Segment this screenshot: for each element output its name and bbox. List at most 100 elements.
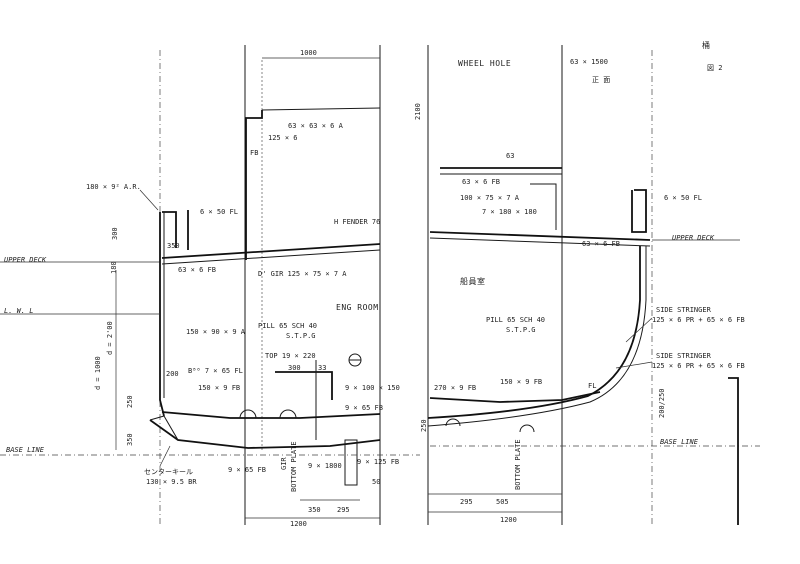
left-floor-plate — [161, 411, 381, 419]
right-lbl-side-str1-sz: 125 × 6 PR + 65 × 6 FB — [652, 316, 745, 324]
right-lbl-side-str1: SIDE STRINGER — [656, 306, 712, 314]
left-hull-section: 1000 63 × 63 × 6 A 125 × 6 FB 180 × 9² A… — [0, 45, 420, 528]
left-upper-deck-plate — [161, 243, 381, 259]
right-dim-2100: 2100 — [414, 103, 422, 120]
left-keel-leader — [159, 445, 171, 467]
right-lbl-150-9: 150 × 9 FB — [500, 378, 542, 386]
left-lbl-base-line: BASE LINE — [6, 446, 45, 454]
left-lbl-100-150: 9 × 100 × 150 — [345, 384, 400, 392]
left-dim-295: 295 — [337, 506, 350, 514]
left-lightening-hole-a — [239, 409, 257, 419]
left-lbl-9-1800: 9 × 1800 — [308, 462, 342, 470]
left-lbl-dim-d: d = 2'00 — [106, 321, 114, 355]
left-upper-deck-underside — [161, 249, 381, 265]
left-bulwark — [162, 211, 177, 248]
left-keel-bracket — [149, 415, 179, 441]
left-lbl-keel-sz: 130 × 9.5 BR — [146, 478, 197, 486]
left-lbl-fb: FB — [250, 149, 258, 157]
left-upper-stiffener — [245, 110, 263, 260]
right-dim-1200: 1200 — [500, 516, 517, 524]
left-lightening-hole-b — [279, 409, 297, 419]
right-lbl-wheel-hole: WHEEL HOLE — [458, 59, 511, 68]
sheet-mark-title: 桶 — [702, 40, 711, 50]
right-stringer1-leader — [625, 317, 653, 343]
right-lbl-270: 270 × 9 FB — [434, 384, 476, 392]
left-lbl-150-9fb: 150 × 9 FB — [198, 384, 240, 392]
left-lbl-180-9: 180 × 9² A.R. — [86, 183, 141, 191]
right-lbl-pill-sub: S.T.P.G — [506, 326, 536, 334]
right-lbl-side-str2: SIDE STRINGER — [656, 352, 712, 360]
left-dim-300: 300 — [111, 227, 119, 240]
left-dim-top: 1000 — [300, 49, 317, 57]
left-lbl-eng-room: ENG ROOM — [336, 303, 379, 312]
right-dim-250: 250 — [420, 419, 428, 432]
right-bulwark — [631, 189, 647, 233]
left-lbl-6-50fl: 6 × 50 FL — [200, 208, 238, 216]
left-lbl-gir: GIR — [280, 457, 288, 470]
left-dim-250: 250 — [126, 395, 134, 408]
left-dim-200: 200 — [166, 370, 179, 378]
left-leader-180 — [139, 189, 159, 211]
left-center-keel — [344, 439, 358, 486]
left-upper-girder — [261, 107, 381, 111]
right-lbl-upper-deck: UPPER DECK — [672, 234, 715, 242]
left-dim-180: 180 — [110, 261, 118, 274]
left-lbl-63-65: 63 × 63 × 6 A — [288, 122, 344, 130]
right-deck-bracket — [530, 183, 557, 230]
left-engine-seat-top — [275, 371, 333, 400]
right-upper-deck-under — [429, 237, 651, 247]
left-lbl-pill-sub: S.T.P.G — [286, 332, 316, 340]
left-lbl-dgir: D' GIR 125 × 75 × 7 A — [258, 270, 347, 278]
sheet-mark: 桶 図 2 — [702, 40, 722, 72]
right-floor-plate — [429, 391, 601, 403]
left-lbl-fender: H FENDER 76 — [334, 218, 380, 226]
left-lbl-9-125: 9 × 125 FB — [357, 458, 399, 466]
left-lbl-top: TOP 19 × 220 — [265, 352, 316, 360]
left-lbl-bkt: B⁸⁰ 7 × 65 FL — [188, 367, 243, 375]
left-lbl-9-65fb-b: 9 × 65 FB — [228, 466, 266, 474]
right-lbl-sym: 正 面 — [592, 76, 610, 84]
right-lbl-63-6fb: 63 × 6 FB — [462, 178, 500, 186]
left-dim-50: 50 — [372, 478, 380, 486]
left-dim-350b: 350 — [126, 433, 134, 446]
left-dim-300b: 300 — [288, 364, 301, 372]
right-dim-200-250: 200/250 — [658, 388, 666, 418]
right-lbl-pill: PILL 65 SCH 40 — [486, 316, 545, 324]
right-lightening-hole-a — [445, 418, 461, 427]
left-side-shell — [159, 212, 165, 417]
left-lbl-125-6: 125 × 6 — [268, 134, 298, 142]
left-lbl-pill: PILL 65 SCH 40 — [258, 322, 317, 330]
left-dim-1200: 1200 — [290, 520, 307, 528]
right-lbl-base-line: BASE LINE — [660, 438, 699, 446]
right-dim-63: 63 — [506, 152, 514, 160]
sheet-mark-sub: 図 2 — [707, 64, 722, 72]
left-dim-33: 33 — [318, 364, 326, 372]
right-lbl-side-str2-sz: 125 × 6 PR + 65 × 6 FB — [652, 362, 745, 370]
right-lbl-room: 船員室 — [460, 276, 486, 286]
left-lbl-lwl: L. W. L — [4, 307, 34, 315]
right-lbl-bottom: BOTTOM PLATE — [514, 439, 522, 490]
left-bottom-plate — [149, 419, 381, 449]
right-lbl-7-180: 7 × 180 × 180 — [482, 208, 537, 216]
right-dim-295: 295 — [460, 498, 473, 506]
right-side-shell-outer — [427, 246, 647, 427]
left-lbl-63-6fb: 63 × 6 FB — [178, 266, 216, 274]
left-lbl-upper-deck: UPPER DECK — [4, 256, 47, 264]
right-lbl-100-75: 100 × 75 × 7 A — [460, 194, 520, 202]
right-lbl-fl: FL — [588, 382, 596, 390]
left-lbl-9-65fb: 9 × 65 FB — [345, 404, 383, 412]
right-border-fragment — [728, 377, 739, 525]
right-upper-deck-plate — [429, 231, 651, 241]
left-lbl-bottom: BOTTOM PLATE — [290, 441, 298, 492]
right-lbl-63-1500: 63 × 1500 — [570, 58, 608, 66]
right-hull-section: WHEEL HOLE 63 × 1500 正 面 2100 63 63 × 6 … — [414, 45, 760, 525]
right-lbl-6-50fl: 6 × 50 FL — [664, 194, 702, 202]
right-lbl-63-6fb-b: 63 × 6 FB — [582, 240, 620, 248]
right-stringer2-leader — [615, 361, 653, 369]
left-lbl-150-90: 150 × 90 × 9 A — [186, 328, 246, 336]
left-dim-350c: 350 — [308, 506, 321, 514]
right-lightening-hole-b — [519, 424, 535, 433]
left-dim-350: 350 — [167, 242, 180, 250]
left-lbl-dim-d2: d = 1000 — [94, 356, 102, 390]
